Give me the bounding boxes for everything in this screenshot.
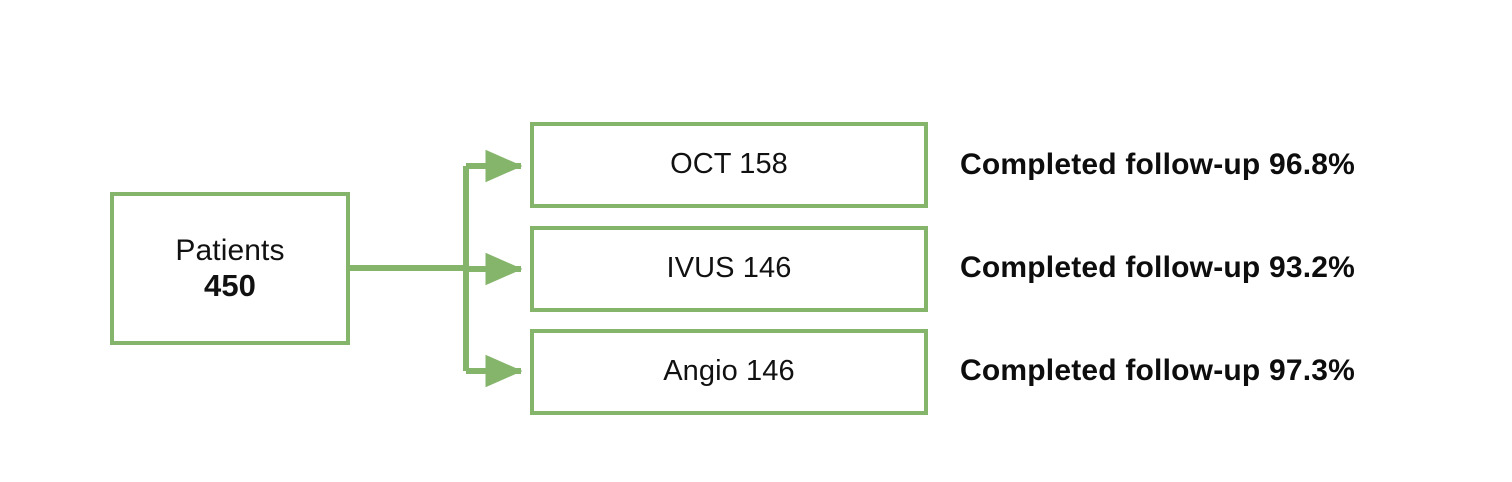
followup-note-ivus: Completed follow-up 93.2% <box>960 251 1356 284</box>
followup-note-oct: Completed follow-up 96.8% <box>960 148 1356 181</box>
node-patients-label: Patients <box>175 233 285 267</box>
node-arm-oct: OCT 158 <box>530 122 928 208</box>
node-arm-angio-label: Angio 146 <box>663 355 795 388</box>
node-arm-angio: Angio 146 <box>530 329 928 415</box>
followup-note-angio: Completed follow-up 97.3% <box>960 354 1356 387</box>
node-patients-value: 450 <box>203 267 257 303</box>
node-arm-oct-label: OCT 158 <box>670 148 788 181</box>
node-arm-ivus-label: IVUS 146 <box>666 252 792 285</box>
node-patients: Patients 450 <box>110 192 350 345</box>
node-arm-ivus: IVUS 146 <box>530 226 928 312</box>
